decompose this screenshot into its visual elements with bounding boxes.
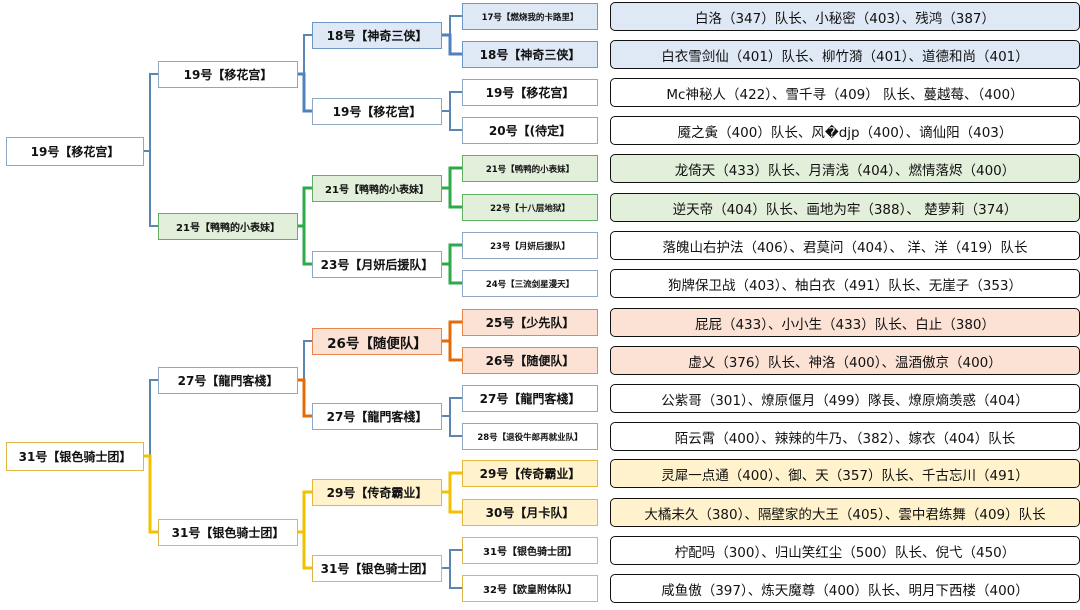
connector-line xyxy=(442,549,462,589)
upper-team: 17号【燃烧我的卡路里】 xyxy=(462,3,598,30)
connector-line xyxy=(298,490,312,570)
upper-team: 21号【鸭鸭的小表妹】 xyxy=(462,155,598,182)
connector-line xyxy=(442,243,462,285)
lower-roster: 陌云霄（400）、辣辣的牛乃、（382）、嫁衣（404）队长 xyxy=(610,422,1080,451)
lower-roster: 灵犀一点通（400）、御、天（357）队长、千古忘川（491） xyxy=(610,459,1080,488)
lower-team: 27号【龍門客棧】 xyxy=(462,385,598,412)
connector-line xyxy=(442,320,462,362)
lower-roster: 咸鱼傲（397）、炼天魔尊（400）队长、明月下西楼（400） xyxy=(610,574,1080,603)
lower-roster: 柠配吗（300）、归山笑红尘（500）队长、倪弋（450） xyxy=(610,536,1080,565)
lower-team: 25号【少先队】 xyxy=(462,309,598,336)
lower-team: 29号【传奇霸业】 xyxy=(462,460,598,487)
upper-roster: 白衣雪剑仙（401）队长、柳竹漪（401）、道德和尚（401） xyxy=(610,40,1080,69)
lower-quarter-team: 27号【龍門客棧】 xyxy=(312,403,442,430)
upper-team: 19号【移花宫】 xyxy=(462,79,598,106)
connector-line xyxy=(298,378,312,418)
connector-line xyxy=(143,454,160,534)
connector-line xyxy=(442,397,462,437)
lower-team: 26号【随便队】 xyxy=(462,347,598,374)
lower-semi-team: 27号【龍門客棧】 xyxy=(158,367,298,394)
upper-final-team: 19号【移花宫】 xyxy=(6,137,144,166)
lower-quarter-team: 26号【随便队】 xyxy=(312,328,442,355)
lower-team: 28号【退役牛郎再就业队】 xyxy=(462,423,598,450)
lower-roster: 公紫哥（301）、燎原偃月（499）隊長、燎原熵羡惑（404） xyxy=(610,384,1080,413)
lower-team: 30号【月卡队】 xyxy=(462,499,598,526)
lower-team: 32号【欧皇附体队】 xyxy=(462,575,598,602)
upper-team: 18号【神奇三侠】 xyxy=(462,41,598,68)
upper-semi-team: 21号【鸭鸭的小表妹】 xyxy=(158,213,298,240)
lower-final-team: 31号【银色骑士团】 xyxy=(6,442,144,471)
upper-roster: 魇之夤（400）队长、风�djp（400）、谪仙阳（403） xyxy=(610,116,1080,145)
upper-roster: 龙倚天（433）队长、月清浅（404）、燃情落烬（400） xyxy=(610,154,1080,183)
lower-quarter-team: 31号【银色骑士团】 xyxy=(312,555,442,582)
connector-line xyxy=(442,166,462,209)
connector-line xyxy=(442,15,462,36)
upper-roster: 逆天帝（404）队长、画地为牢（388）、 楚萝莉（374） xyxy=(610,193,1080,222)
lower-roster: 屁屁（433）、小小生（433）队长、白止（380） xyxy=(610,308,1080,337)
connector-line xyxy=(298,224,312,266)
upper-roster: 落魄山右护法（406）、君莫问（404）、 洋、洋（419）队长 xyxy=(610,231,1080,260)
lower-roster: 大橘未久（380）、隔壁家的大王（405）、雲中君练舞（409）队长 xyxy=(610,498,1080,527)
upper-quarter-team: 18号【神奇三侠】 xyxy=(312,22,442,49)
connector-line xyxy=(298,72,312,113)
lower-roster: 虚乂（376）队长、神洛（400）、温酒傲京（400） xyxy=(610,346,1080,375)
connector-line xyxy=(442,91,462,131)
upper-team: 24号【三流剑星漫天】 xyxy=(462,270,598,297)
upper-roster: 狗牌保卫战（403）、柚白衣（491）队长、无崖子（353） xyxy=(610,269,1080,298)
upper-quarter-team: 23号【月妍后援队】 xyxy=(312,251,442,278)
upper-quarter-team: 21号【鸭鸭的小表妹】 xyxy=(312,175,442,202)
lower-semi-team: 31号【银色骑士团】 xyxy=(158,519,298,546)
upper-roster: 白洛（347）队长、小秘密（403）、残鸿（387） xyxy=(610,2,1080,31)
connector-line xyxy=(298,340,312,381)
upper-semi-team: 19号【移花宫】 xyxy=(158,61,298,88)
upper-team: 23号【月妍后援队】 xyxy=(462,232,598,259)
connector-line xyxy=(442,471,462,514)
lower-quarter-team: 29号【传奇霸业】 xyxy=(312,479,442,506)
connector-line xyxy=(143,73,160,227)
connector-line xyxy=(442,33,462,56)
upper-roster: Mc神秘人（422）、雪千寻（409） 队长、蔓越莓、（400） xyxy=(610,78,1080,107)
upper-team: 22号【十八层地狱】 xyxy=(462,194,598,221)
connector-line xyxy=(298,34,312,75)
upper-team: 20号【(待定】 xyxy=(462,117,598,144)
lower-team: 31号【银色骑士团】 xyxy=(462,537,598,564)
upper-quarter-team: 19号【移花宫】 xyxy=(312,98,442,125)
connector-line xyxy=(298,186,312,228)
